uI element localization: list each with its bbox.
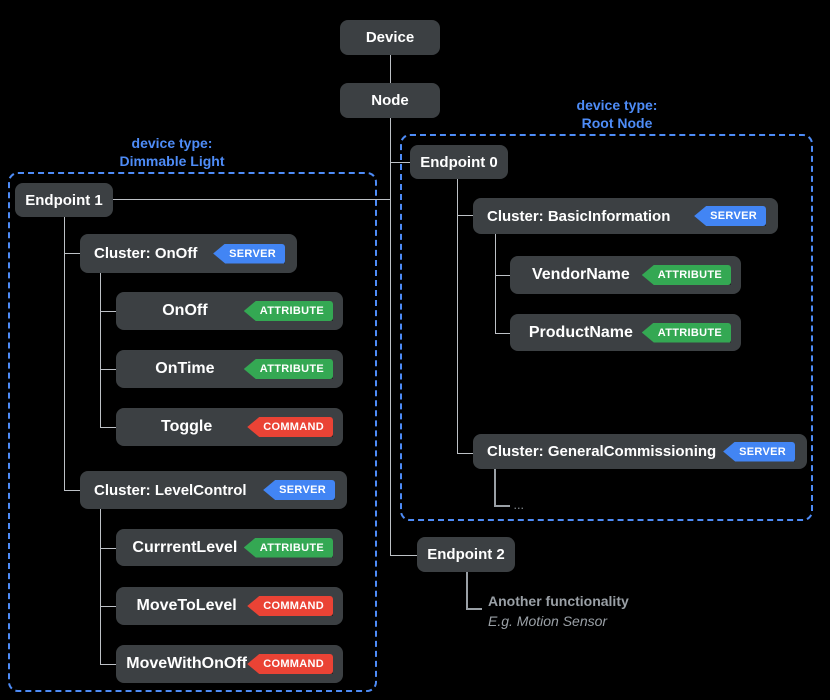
connector-endpoint1 (113, 199, 390, 200)
command-movetolevel-box: MoveToLevel COMMAND (116, 587, 343, 625)
connector-endpoint2-caption (466, 608, 482, 610)
endpoint2-caption: Another functionality E.g. Motion Sensor (488, 591, 629, 631)
connector-endpoint2 (390, 555, 417, 556)
cluster-basicinformation-label: Cluster: BasicInformation (487, 207, 671, 225)
connector-levelcontrol-trunk (100, 509, 101, 664)
server-badge: SERVER (213, 243, 285, 264)
endpoint1-box: Endpoint 1 (15, 183, 113, 217)
connector-basicinformation (457, 215, 473, 216)
cluster-levelcontrol-label: Cluster: LevelControl (94, 481, 247, 499)
connector-endpoint2-caption (466, 572, 468, 610)
connector-toggle-cmd (100, 427, 116, 428)
attribute-badge: ATTRIBUTE (243, 537, 333, 558)
group-label-line2: Root Node (581, 115, 653, 131)
server-badge: SERVER (694, 206, 766, 226)
command-movewithonoff-label: MoveWithOnOff (126, 655, 247, 672)
connector-cluster-onoff (64, 253, 80, 254)
connector-movetolevel (100, 606, 116, 607)
attribute-currrentlevel-label: CurrrentLevel (132, 538, 238, 556)
endpoint0-box: Endpoint 0 (410, 145, 508, 179)
dimmable-light-group-border (8, 172, 377, 692)
endpoint0-label: Endpoint 0 (420, 153, 498, 171)
endpoint1-label: Endpoint 1 (25, 191, 103, 209)
attribute-ontime-box: OnTime ATTRIBUTE (116, 350, 343, 388)
connector-basicinfo-trunk (495, 233, 496, 333)
connector-device-node (390, 55, 391, 83)
server-badge: SERVER (723, 441, 795, 462)
cluster-generalcommissioning-box: Cluster: GeneralCommissioning SERVER (473, 434, 807, 469)
attribute-productname-label: ProductName (528, 323, 633, 341)
more-items-ellipsis: ... (514, 501, 525, 511)
connector-cluster-levelcontrol (64, 490, 80, 491)
command-movetolevel-label: MoveToLevel (136, 597, 237, 614)
cluster-generalcommissioning-label: Cluster: GeneralCommissioning (487, 443, 717, 460)
attribute-onoff-label: OnOff (162, 302, 208, 319)
connector-ontime-attr (100, 369, 116, 370)
server-badge: SERVER (263, 480, 335, 500)
endpoint2-caption-line1: Another functionality (488, 593, 629, 609)
connector-vendorname (495, 275, 510, 276)
endpoint2-caption-line2: E.g. Motion Sensor (488, 613, 608, 629)
root-node-group-label: device type: Root Node (487, 96, 747, 132)
attribute-badge: ATTRIBUTE (641, 265, 731, 285)
attribute-vendorname-box: VendorName ATTRIBUTE (510, 256, 741, 294)
attribute-currrentlevel-box: CurrrentLevel ATTRIBUTE (116, 529, 343, 566)
command-badge: COMMAND (247, 417, 333, 437)
device-label: Device (365, 29, 415, 46)
cluster-levelcontrol-box: Cluster: LevelControl SERVER (80, 471, 347, 509)
connector-productname (495, 333, 510, 334)
command-toggle-box: Toggle COMMAND (116, 408, 343, 446)
connector-generalcommissioning (457, 453, 473, 454)
attribute-vendorname-label: VendorName (531, 266, 630, 283)
node-box: Node (340, 83, 440, 118)
command-movewithonoff-box: MoveWithOnOff COMMAND (116, 645, 343, 683)
command-badge: COMMAND (247, 596, 333, 616)
connector-onoff-trunk (100, 273, 101, 427)
attribute-badge: ATTRIBUTE (243, 359, 333, 379)
connector-node-trunk (390, 118, 391, 555)
cluster-basicinformation-box: Cluster: BasicInformation SERVER (473, 198, 778, 234)
command-toggle-label: Toggle (160, 418, 213, 435)
connector-currrentlevel (100, 548, 116, 549)
attribute-ontime-label: OnTime (155, 360, 215, 377)
endpoint2-box: Endpoint 2 (417, 537, 515, 572)
root-node-group-border (400, 134, 813, 521)
group-label-line1: device type: (576, 97, 658, 113)
cluster-onoff-label: Cluster: OnOff (94, 245, 198, 262)
dimmable-light-group-label: device type: Dimmable Light (42, 134, 302, 170)
attribute-onoff-box: OnOff ATTRIBUTE (116, 292, 343, 330)
endpoint2-label: Endpoint 2 (427, 546, 505, 563)
node-label: Node (371, 92, 409, 109)
attribute-badge: ATTRIBUTE (641, 322, 731, 343)
connector-endpoint1-trunk (64, 217, 65, 490)
command-badge: COMMAND (247, 654, 333, 674)
connector-onoff-attr (100, 311, 116, 312)
device-box: Device (340, 20, 440, 55)
connector-generalcommissioning-more (494, 469, 496, 507)
attribute-productname-box: ProductName ATTRIBUTE (510, 314, 741, 351)
group-label-line1: device type: (131, 135, 213, 151)
connector-endpoint0 (390, 162, 410, 163)
connector-generalcommissioning-more (494, 505, 510, 507)
group-label-line2: Dimmable Light (119, 153, 225, 169)
connector-movewithonoff (100, 664, 116, 665)
attribute-badge: ATTRIBUTE (243, 301, 333, 321)
cluster-onoff-box: Cluster: OnOff SERVER (80, 234, 297, 273)
connector-endpoint0-trunk (457, 178, 458, 453)
